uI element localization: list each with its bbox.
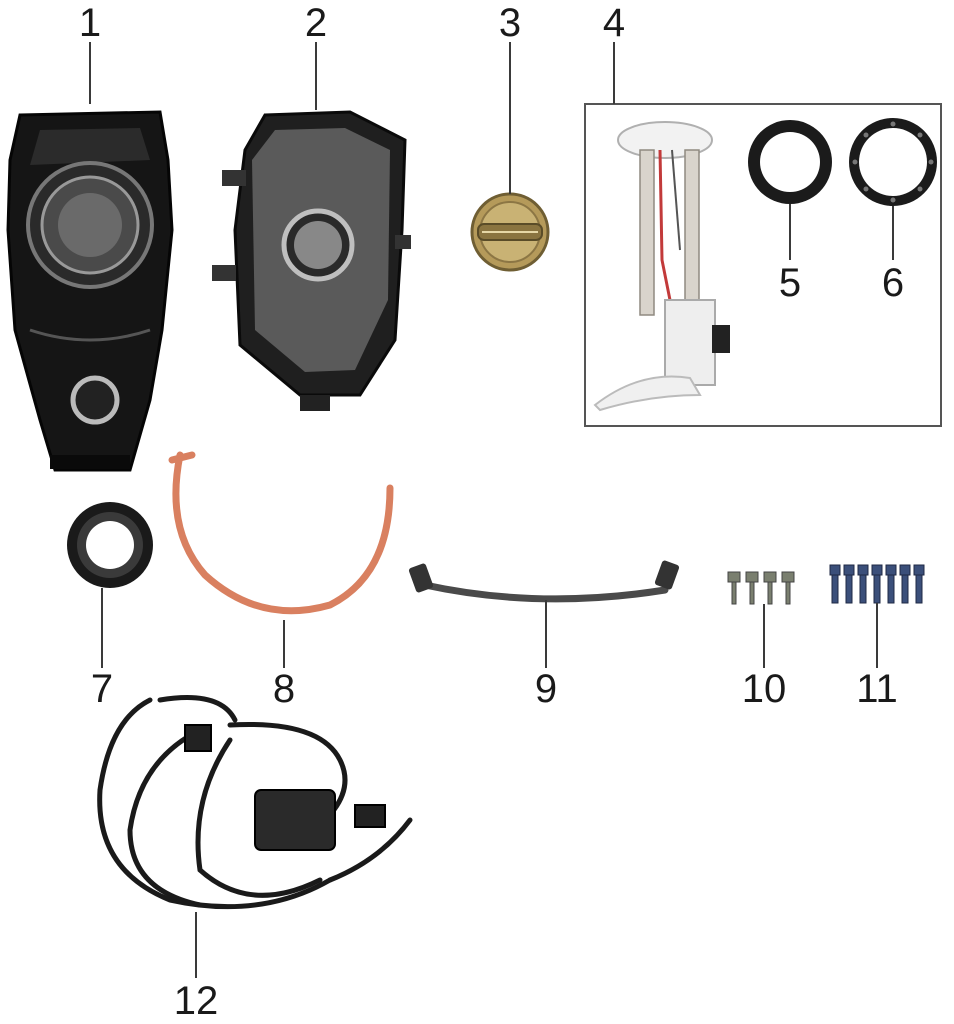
callout-10: 10 [742, 667, 787, 711]
callout-11: 11 [856, 667, 898, 711]
fuel-tank-icon [6, 110, 174, 472]
leader-lines [89, 42, 894, 978]
fuel-pump-assembly-icon [593, 121, 730, 412]
wiring-harness-icon [97, 695, 413, 910]
flange-bolts-icon [727, 571, 795, 605]
pump-kit-frame [584, 103, 942, 427]
callout-3: 3 [499, 1, 521, 45]
filler-neck-seal-icon [67, 502, 153, 588]
tank-cover-icon [212, 110, 411, 411]
callout-numbers: 1 2 3 4 5 6 7 8 9 10 11 12 [79, 1, 904, 1023]
callout-1: 1 [79, 1, 101, 45]
drain-hose-icon [168, 451, 394, 615]
callout-7: 7 [91, 667, 113, 711]
fuel-line-icon [408, 560, 680, 603]
pump-gasket-icon [748, 120, 832, 204]
callout-2: 2 [305, 1, 327, 45]
callout-9: 9 [535, 667, 557, 711]
fuel-cap-icon [470, 192, 550, 272]
callout-12: 12 [174, 979, 219, 1023]
callout-8: 8 [273, 667, 295, 711]
socket-bolts-icon [829, 564, 925, 604]
callout-6: 6 [882, 261, 904, 305]
callout-4: 4 [603, 1, 625, 45]
pump-retainer-ring-icon [849, 118, 937, 206]
callout-5: 5 [779, 261, 801, 305]
